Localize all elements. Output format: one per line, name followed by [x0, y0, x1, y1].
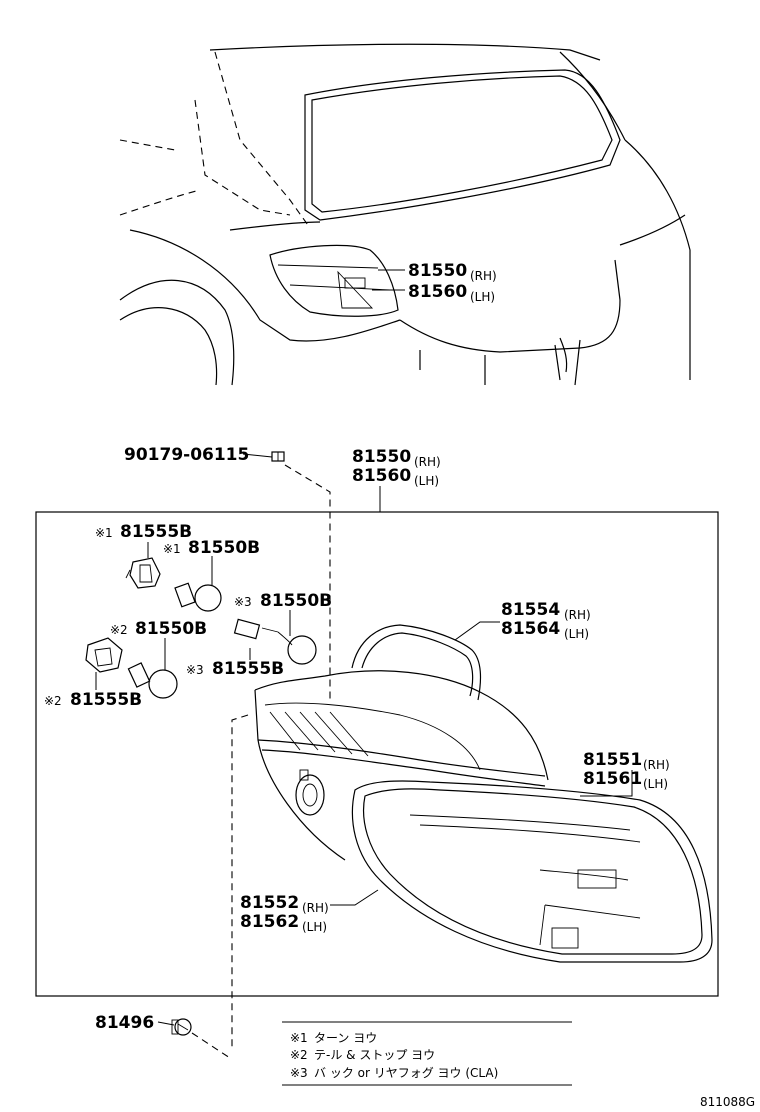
- gasket-rh-part[interactable]: 81554: [501, 600, 560, 620]
- lamp-body-illustration: [254, 670, 549, 861]
- bulb-3-part[interactable]: 81550B: [260, 591, 332, 611]
- vehicle-rear-illustration: [119, 43, 691, 386]
- legend-block: [282, 1021, 572, 1086]
- bulb-1-mark: ※1: [95, 526, 113, 540]
- vehicle-callout-rh-tag: (RH): [470, 269, 497, 283]
- figure-code: 811088G: [700, 1095, 755, 1109]
- legend-2-mark: ※2: [290, 1048, 308, 1062]
- vehicle-callout-lh-part[interactable]: 81560: [408, 282, 467, 302]
- bulb-2-mark: ※1: [163, 542, 181, 556]
- clip-part-number[interactable]: 81496: [95, 1013, 154, 1033]
- vehicle-callout-rh-part[interactable]: 81550: [408, 261, 467, 281]
- body-rh-tag: (RH): [302, 901, 329, 915]
- body-lh-part[interactable]: 81562: [240, 912, 299, 932]
- legend-3-text: バ ック or リヤフォグ ヨウ (CLA): [314, 1066, 498, 1080]
- vehicle-callout-lh-tag: (LH): [470, 290, 495, 304]
- assembly-rh-part[interactable]: 81550: [352, 447, 411, 467]
- legend-1-mark: ※1: [290, 1031, 308, 1045]
- clip-icon: [171, 1018, 192, 1036]
- assembly-rh-tag: (RH): [414, 455, 441, 469]
- lens-rh-part[interactable]: 81551: [583, 750, 642, 770]
- bulb-2-part[interactable]: 81550B: [188, 538, 260, 558]
- body-rh-part[interactable]: 81552: [240, 893, 299, 913]
- bulb-6-part[interactable]: 81555B: [70, 690, 142, 710]
- gasket-illustration: [351, 624, 482, 701]
- bulb-4-part[interactable]: 81550B: [135, 619, 207, 639]
- lens-illustration: [351, 780, 713, 963]
- socket-icon: [125, 557, 161, 589]
- vehicle-tail-lamp: [269, 244, 399, 317]
- bulb-5-mark: ※3: [186, 663, 204, 677]
- bulb-4-mark: ※2: [110, 623, 128, 637]
- bulb-icon: [233, 618, 317, 665]
- lens-rh-tag: (RH): [643, 758, 670, 772]
- screw-icon: [271, 451, 285, 462]
- lens-lh-part[interactable]: 81561: [583, 769, 642, 789]
- bulb-6-mark: ※2: [44, 694, 62, 708]
- gasket-rh-tag: (RH): [564, 608, 591, 622]
- assembly-frame: [35, 511, 719, 997]
- lens-lh-tag: (LH): [643, 777, 668, 791]
- bulb-icon: [174, 582, 222, 612]
- bulb-icon: [127, 662, 178, 699]
- gasket-lh-part[interactable]: 81564: [501, 619, 560, 639]
- assembly-lh-part[interactable]: 81560: [352, 466, 411, 486]
- legend-1-text: ターン ヨウ: [314, 1031, 377, 1045]
- legend-3-mark: ※3: [290, 1066, 308, 1080]
- legend-2-text: テ-ル & ストップ ヨウ: [314, 1048, 435, 1062]
- bulb-1-part[interactable]: 81555B: [120, 522, 192, 542]
- socket-icon: [85, 637, 123, 673]
- bulb-3-mark: ※3: [234, 595, 252, 609]
- body-lh-tag: (LH): [302, 920, 327, 934]
- bulb-5-part[interactable]: 81555B: [212, 659, 284, 679]
- gasket-lh-tag: (LH): [564, 627, 589, 641]
- screw-part-number[interactable]: 90179-06115: [124, 445, 249, 465]
- assembly-lh-tag: (LH): [414, 474, 439, 488]
